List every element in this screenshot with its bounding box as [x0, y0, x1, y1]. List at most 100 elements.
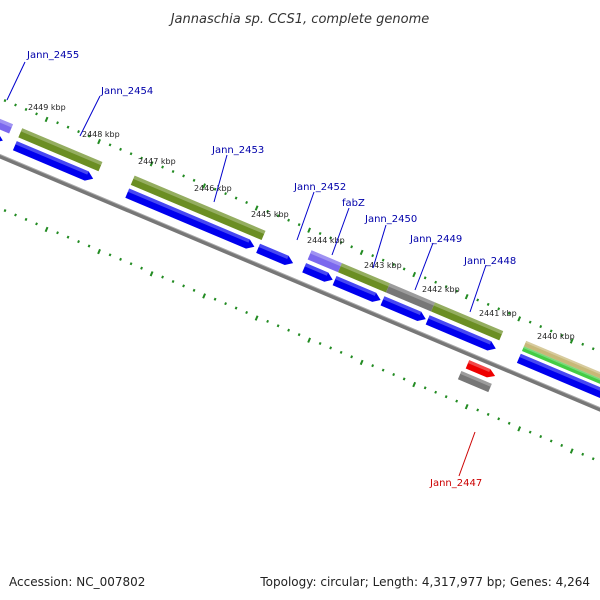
outer-ring-tick [119, 147, 122, 151]
outer-ring-tick [108, 143, 112, 147]
outer-ring-tick [77, 130, 80, 134]
inner-ring-tick [234, 306, 238, 310]
outer-ring-tick [56, 121, 59, 125]
gene-label-fabz[interactable]: fabZ [342, 198, 365, 209]
leader-jann-2453 [213, 154, 228, 203]
inner-ring-tick [287, 328, 291, 332]
outer-ring-tick [192, 178, 196, 182]
outer-ring-tick [423, 276, 427, 280]
outer-ring-tick [381, 258, 385, 262]
feature-jann-2454-function[interactable] [18, 128, 103, 172]
kbp-label-2446: 2446 kbp [194, 184, 232, 193]
outer-ring-tick [528, 320, 532, 324]
inner-ring-tick [14, 213, 17, 217]
cds-jann-2450[interactable] [380, 296, 428, 323]
outer-ring-tick [339, 240, 343, 244]
leader-jann-2449 [414, 242, 434, 291]
outer-ring-tick [507, 311, 511, 315]
inner-ring-tick [549, 439, 553, 443]
gene-label-jann-2455[interactable]: Jann_2455 [26, 50, 79, 61]
outer-ring-tick [3, 99, 7, 103]
feature-next-function-green[interactable] [521, 346, 600, 396]
outer-ring-tick [581, 342, 585, 346]
feature-jann-2450-function[interactable] [385, 283, 436, 312]
outer-ring-tick [476, 298, 480, 302]
gene-label-jann-2453[interactable]: Jann_2453 [211, 145, 264, 156]
leader-jann-2450 [372, 224, 387, 269]
gene-label-jann-2454[interactable]: Jann_2454 [100, 86, 153, 97]
feature-fabz-function[interactable] [338, 263, 390, 293]
inner-ring-tick [149, 271, 154, 277]
outer-ring-tick [350, 245, 354, 249]
feature-next-function-tan[interactable] [523, 340, 600, 392]
outer-ring-tick [149, 161, 154, 167]
inner-ring-tick [3, 209, 7, 213]
outer-ring-tick [87, 134, 91, 138]
cds-jann-2454[interactable] [12, 141, 95, 183]
inner-ring-tick [171, 279, 175, 284]
feature-jann-2449-function[interactable] [431, 302, 504, 341]
inner-ring-tick [24, 217, 28, 221]
inner-ring-tick [35, 222, 38, 226]
outer-ring-tick [245, 200, 249, 205]
outer-ring-tick [318, 231, 322, 236]
cds-jann-2449[interactable] [425, 315, 498, 353]
leader-jann-2455 [6, 61, 26, 101]
outer-ring-tick [569, 338, 574, 344]
inner-ring-tick [381, 368, 385, 372]
cds-jann-2452a[interactable] [256, 243, 295, 268]
outer-ring-tick [412, 271, 417, 278]
leader-jann-2447 [458, 431, 476, 477]
feature-jann-2455-function[interactable] [0, 105, 14, 134]
outer-ring-tick [371, 254, 375, 258]
inner-ring-tick [44, 226, 49, 233]
outer-ring-tick [213, 187, 217, 191]
kbp-label-2444: 2444 kbp [307, 236, 345, 245]
cds-jann-2452b[interactable] [302, 263, 334, 284]
feature-jann-2453-function[interactable] [130, 175, 266, 241]
outer-ring-tick [14, 103, 17, 107]
inner-ring-tick [329, 346, 333, 350]
inner-ring-tick [161, 275, 164, 279]
gene-label-jann-2449[interactable]: Jann_2449 [409, 234, 462, 245]
gene-label-jann-2448[interactable]: Jann_2448 [463, 256, 516, 267]
outer-ring-tick [591, 347, 595, 351]
inner-ring-tick [560, 443, 564, 447]
cds-jann-2453[interactable] [125, 188, 256, 252]
inner-ring-tick [224, 302, 227, 306]
cds-next[interactable] [516, 353, 600, 408]
kbp-label-2440: 2440 kbp [537, 332, 575, 341]
inner-ring-tick [307, 337, 312, 343]
gene-label-jann-2447[interactable]: Jann_2447 [429, 478, 482, 489]
inner-ring-tick [591, 457, 595, 461]
outer-ring-tick [464, 294, 469, 300]
gene-label-jann-2450[interactable]: Jann_2450 [364, 214, 417, 225]
inner-ring-tick [140, 266, 143, 270]
inner-ring-tick [392, 372, 396, 377]
gene-label-jann-2452[interactable]: Jann_2452 [293, 182, 346, 193]
outer-ring-tick [140, 156, 143, 160]
outer-ring-tick [307, 227, 312, 233]
feature-jann-2452-function[interactable] [307, 250, 342, 273]
inner-ring-tick [297, 333, 301, 337]
feature-jann-2447-function[interactable] [457, 370, 492, 393]
kbp-label-2448: 2448 kbp [82, 130, 120, 139]
kbp-label-2441: 2441 kbp [479, 309, 517, 318]
inner-ring-tick [318, 341, 322, 346]
rna-jann-2447[interactable] [465, 360, 497, 380]
outer-ring-tick [234, 196, 238, 200]
inner-ring-tick [464, 404, 469, 410]
kbp-label-2443: 2443 kbp [364, 261, 402, 270]
inner-ring-tick [339, 350, 343, 354]
inner-ring-tick [517, 426, 522, 432]
cds-fabz[interactable] [332, 275, 383, 305]
accession-text: Accession: NC_007802 [9, 575, 145, 589]
inner-ring-tick [402, 377, 406, 381]
inner-ring-tick [77, 240, 80, 244]
inner-ring-tick [119, 257, 122, 261]
outer-ring-tick [329, 236, 333, 240]
inner-ring-tick [266, 319, 270, 323]
inner-ring-tick [276, 324, 280, 328]
inner-ring-tick [129, 262, 133, 266]
